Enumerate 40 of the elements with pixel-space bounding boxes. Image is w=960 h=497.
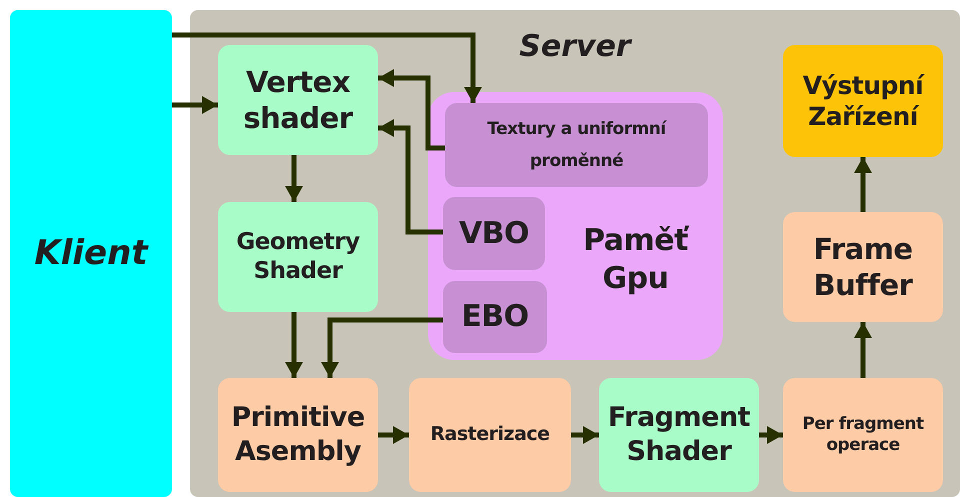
shader-box bbox=[218, 45, 378, 155]
arrow bbox=[854, 322, 872, 378]
server-panel bbox=[190, 10, 960, 497]
node-label: Fragment Shader bbox=[606, 401, 752, 469]
memory-panel bbox=[428, 92, 723, 360]
buffer-box bbox=[443, 281, 547, 353]
buffer-box bbox=[445, 103, 708, 187]
node-label: EBO bbox=[461, 298, 529, 336]
node-label: Frame Buffer bbox=[812, 230, 914, 304]
node-label: Primitive Asembly bbox=[230, 401, 366, 469]
node-label: Vertex shader bbox=[242, 64, 354, 136]
node-label: Per fragment operace bbox=[801, 414, 925, 456]
arrow bbox=[172, 32, 482, 103]
arrow bbox=[285, 155, 303, 202]
node-label: VBO bbox=[458, 214, 530, 252]
node-label: Rasterizace bbox=[430, 423, 550, 447]
arrow bbox=[172, 96, 218, 114]
arrow bbox=[321, 318, 443, 378]
arrow bbox=[571, 426, 599, 444]
shader-box bbox=[599, 378, 759, 492]
arrow bbox=[285, 312, 303, 378]
node-label: Paměť Gpu bbox=[582, 222, 690, 297]
node-label: Výstupní Zařízení bbox=[802, 70, 926, 132]
client-panel bbox=[10, 10, 172, 497]
node-label: Textury a uniformní proměnné bbox=[486, 118, 668, 173]
node-label: Geometry Shader bbox=[235, 228, 361, 286]
arrow bbox=[854, 157, 872, 212]
node-label: Server bbox=[519, 28, 631, 66]
node-label: Klient bbox=[34, 232, 148, 275]
stage-box bbox=[409, 378, 571, 492]
shader-box bbox=[218, 202, 378, 312]
buffer-box bbox=[443, 197, 545, 270]
arrow bbox=[378, 119, 443, 234]
stage-box bbox=[218, 378, 378, 492]
output-box bbox=[783, 45, 943, 157]
arrow bbox=[378, 426, 409, 444]
stage-box bbox=[783, 212, 943, 322]
arrow bbox=[759, 426, 783, 444]
arrow bbox=[378, 69, 445, 150]
stage-box bbox=[783, 378, 943, 492]
